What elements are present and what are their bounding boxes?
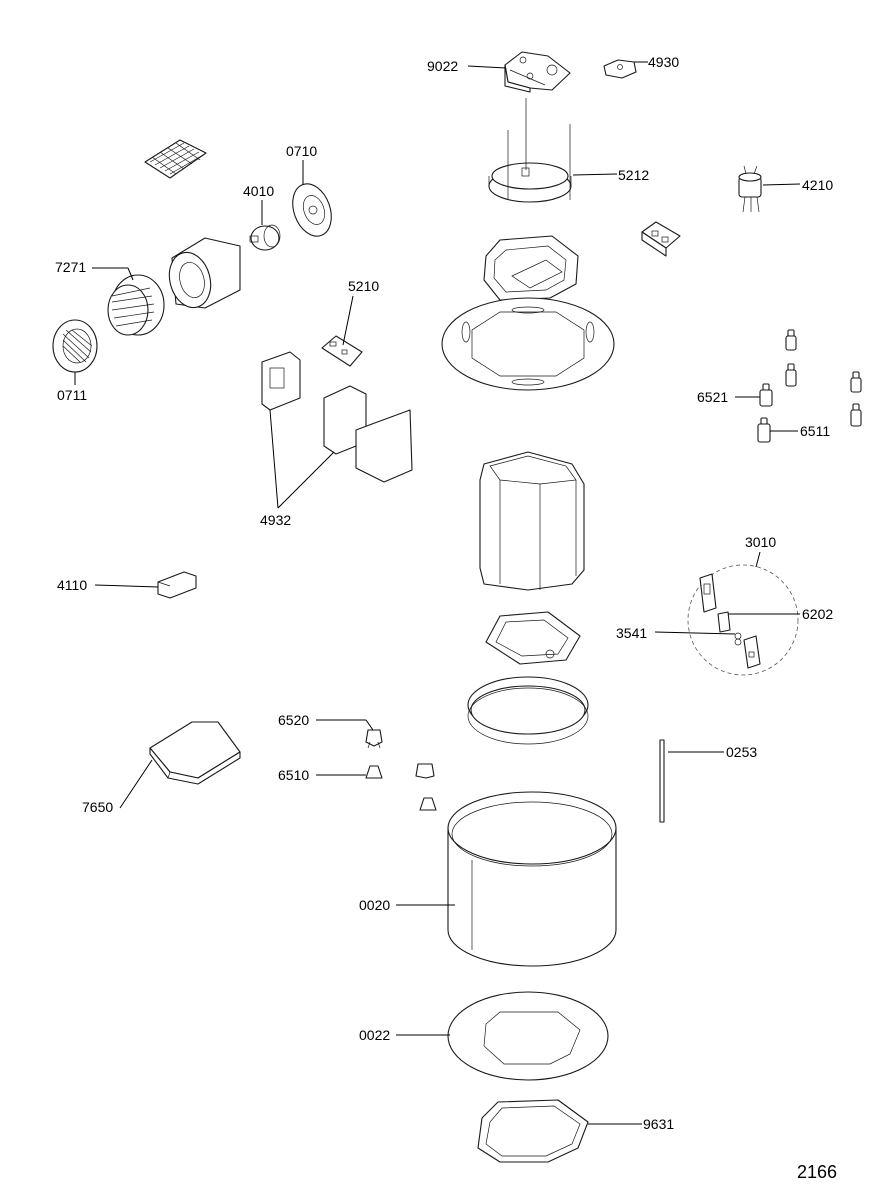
part-9022-mounting-bracket (504, 51, 571, 93)
label-4932: 4932 (260, 512, 291, 528)
part-4110-transformer (157, 571, 197, 599)
part-0020-cylinder-cover (447, 791, 617, 967)
part-5210-circuit-board (321, 335, 363, 367)
label-7271: 7271 (55, 259, 86, 275)
leader-9022 (467, 65, 507, 69)
label-3541: 3541 (616, 625, 647, 641)
label-5210: 5210 (348, 278, 379, 294)
diagram-code: 2166 (797, 1162, 837, 1182)
switch-block (641, 221, 681, 257)
label-4010: 4010 (243, 183, 274, 199)
part-4010-motor (249, 224, 281, 251)
leader-4932-a (269, 409, 279, 509)
label-3010: 3010 (745, 534, 776, 550)
label-0020: 0020 (359, 897, 390, 913)
leader-4210 (762, 183, 801, 186)
lower-octagonal-frame (485, 611, 581, 665)
part-7271-fan-wheel (107, 274, 165, 336)
part-7650-filter-cover (149, 721, 241, 785)
part-0253-rod (659, 739, 665, 823)
bulb-6521-top (785, 329, 797, 351)
clip-mid (415, 763, 435, 779)
label-0253: 0253 (726, 744, 757, 760)
label-0710: 0710 (286, 143, 317, 159)
part-0022-bottom-plate (447, 991, 609, 1081)
part-3010-detail-callout (687, 564, 799, 676)
label-6511: 6511 (800, 423, 830, 439)
part-5212-mounting-ring (488, 98, 572, 203)
octagonal-top-frame (483, 235, 579, 301)
label-5212: 5212 (618, 167, 649, 183)
part-6520-clip (365, 729, 383, 749)
cap-mid (419, 797, 437, 811)
leader-5212 (572, 173, 618, 176)
part-4210-capacitor (738, 165, 762, 213)
leader-7650 (119, 759, 153, 809)
label-6510: 6510 (278, 767, 309, 783)
part-9631-octagon-ring (477, 1099, 589, 1163)
part-0710-motor-plate (292, 183, 332, 237)
leader-3541 (654, 631, 736, 635)
leader-4932-b (277, 451, 335, 509)
bulb-right-top (850, 371, 862, 393)
bulb-6521 (759, 383, 773, 407)
label-4930: 4930 (648, 54, 679, 70)
bulb-6511 (757, 417, 771, 443)
label-4110: 4110 (57, 577, 87, 593)
ring-collar (467, 676, 589, 745)
leader-5210 (342, 295, 354, 346)
label-9022: 9022 (427, 58, 458, 74)
bulb-right-bottom (850, 403, 862, 427)
blower-housing (168, 237, 241, 309)
large-ring-plate (441, 297, 615, 391)
part-4930-clip (603, 59, 637, 79)
leader-3010 (755, 551, 761, 568)
part-0711-inlet-grille (52, 319, 98, 373)
label-6520: 6520 (278, 712, 309, 728)
label-6202: 6202 (802, 606, 833, 622)
bulb-mid (785, 363, 797, 387)
label-7650: 7650 (82, 799, 113, 815)
part-6510-cap (365, 765, 383, 779)
label-6521: 6521 (697, 389, 728, 405)
part-4932-control-box (261, 351, 413, 483)
label-4210: 4210 (802, 177, 833, 193)
grid-filter (144, 139, 207, 179)
octagonal-chimney (479, 451, 585, 591)
leader-4110 (94, 584, 159, 588)
label-0711: 0711 (57, 387, 87, 403)
bulb-holders (757, 329, 862, 443)
label-0022: 0022 (359, 1027, 390, 1043)
label-9631: 9631 (643, 1116, 674, 1132)
